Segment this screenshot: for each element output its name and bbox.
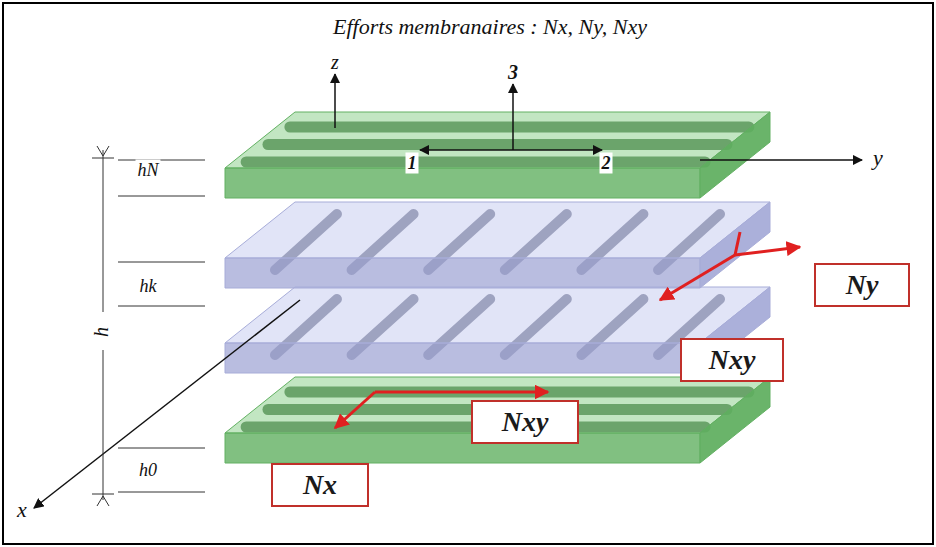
ply-side-face	[700, 202, 770, 288]
label: y	[871, 145, 885, 171]
frame	[3, 3, 933, 544]
ply	[225, 377, 770, 463]
dimension-line	[118, 492, 205, 493]
label: 1	[406, 153, 419, 174]
ply-top-face	[225, 112, 770, 168]
dimension-line	[118, 160, 205, 161]
dimension-line	[118, 196, 205, 197]
axes	[34, 74, 862, 508]
ply-front-face	[225, 433, 700, 463]
ply-front-face	[225, 343, 700, 373]
dimension-line	[118, 262, 205, 263]
force-label: Ny	[846, 269, 879, 301]
label: h	[90, 325, 113, 339]
force-label: Nx	[303, 469, 337, 501]
ply-front-face	[225, 258, 700, 288]
ply-side-face	[700, 112, 770, 198]
axis-2	[513, 149, 602, 151]
label: h0	[137, 460, 159, 481]
dimension-line	[103, 150, 104, 312]
force-box: Nx	[271, 463, 369, 507]
dimension-arrow	[97, 496, 109, 506]
ply	[225, 202, 770, 288]
dimension-line	[103, 350, 104, 500]
axis-1	[420, 149, 513, 151]
force-arrow	[735, 247, 800, 255]
force-arrow	[375, 391, 548, 394]
force-arrow	[335, 392, 375, 428]
label: 3	[506, 61, 520, 84]
dimension-arrow	[97, 146, 109, 156]
dimension-tick	[92, 158, 114, 159]
dimension-line	[118, 306, 205, 307]
force-label: Nxy	[709, 344, 756, 376]
force-arrow	[660, 255, 735, 300]
force-box: Nxy	[471, 400, 579, 444]
force-arrows	[335, 232, 800, 428]
ply-top-face	[225, 202, 770, 258]
ply-front-face	[225, 168, 700, 198]
force-box: Ny	[814, 263, 910, 307]
label: 2	[600, 153, 613, 174]
dimension-tick	[92, 494, 114, 495]
label: x	[15, 497, 29, 523]
ply-top-face	[225, 287, 770, 343]
title: Efforts membranaires : Nx, Ny, Nxy	[333, 14, 647, 40]
y-axis	[700, 159, 862, 161]
ply	[225, 112, 770, 198]
laminate-plies	[225, 112, 770, 463]
z-axis	[334, 74, 336, 128]
label: z	[329, 51, 341, 74]
label: hN	[135, 160, 160, 181]
force-label: Nxy	[502, 406, 549, 438]
force-arrow	[735, 232, 740, 255]
label: hk	[138, 276, 159, 297]
ply-side-face	[700, 377, 770, 463]
axis-3	[512, 84, 514, 150]
dimension-line	[118, 448, 205, 449]
x-axis	[34, 300, 300, 508]
force-box: Nxy	[680, 338, 784, 382]
